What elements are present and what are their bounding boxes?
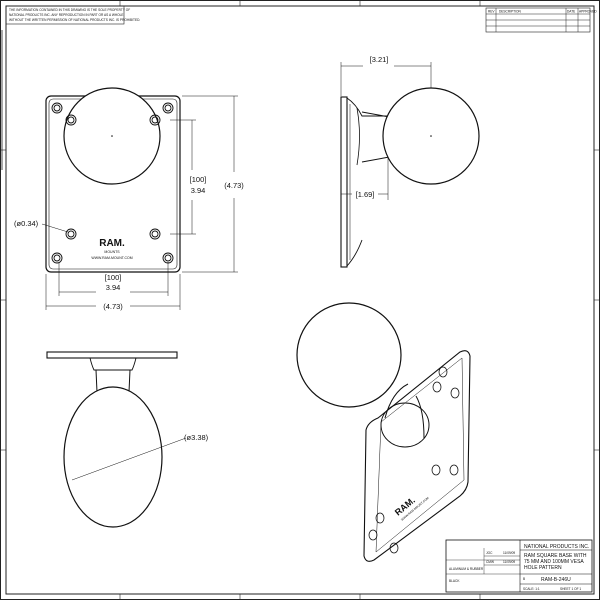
dim-front-overall-width: (4.73) (103, 302, 123, 311)
front-view: RAM. MOUNTS WWW.RAM-MOUNT.COM [100] 3.94… (14, 87, 244, 311)
dim-ball-diameter: (ø3.38) (184, 433, 209, 442)
front-mounting-holes (51, 102, 174, 264)
tb-checked-by: CMW (486, 560, 494, 564)
notice-line-2: NATIONAL PRODUCTS INC. ANY REPRODUCTION … (9, 13, 124, 17)
side-view: [3.21] [1.69] (340, 55, 480, 268)
iso-ball (296, 302, 402, 408)
front-logo-brand: RAM. (99, 238, 125, 249)
rev-col-rev: REV (488, 10, 495, 14)
tb-scale: SCALE: 1:1 (523, 587, 540, 591)
tb-sheet: SHEET 1 OF 1 (560, 587, 581, 591)
dim-front-vertical-in: 3.94 (191, 186, 206, 195)
dim-front-overall-height: (4.73) (224, 181, 244, 190)
front-horizontal-dimensions (45, 262, 181, 310)
tb-size: B (523, 577, 525, 581)
tb-part-number: RAM-B-246U (541, 577, 571, 583)
tb-title-line-1: RAM SQUARE BASE WITH (524, 553, 587, 559)
tb-drawn-date: 11/09/09 (503, 551, 515, 555)
title-block (445, 539, 593, 593)
revision-table: REV DESCRIPTION DATE APPROVED (485, 7, 597, 33)
tb-checked-date: 11/09/09 (503, 560, 515, 564)
rev-col-approved: APPROVED (579, 10, 597, 14)
bottom-view: (ø3.38) (46, 351, 209, 528)
tb-title-line-3: HOLE PATTERN (524, 565, 562, 571)
tb-finish: BLACK (449, 579, 460, 583)
tb-title-line-2: 75 MM AND 100MM VESA (524, 559, 584, 565)
bottom-ball (63, 386, 163, 528)
tb-drawn-by: JOC (486, 551, 493, 555)
iso-plate (363, 350, 471, 562)
rev-col-description: DESCRIPTION (499, 10, 521, 14)
dim-hole-diameter: (ø0.34) (14, 219, 39, 228)
proprietary-notice: THE INFORMATION CONTAINED IN THIS DRAWIN… (5, 5, 140, 25)
tb-company: NATIONAL PRODUCTS INC. (524, 544, 589, 550)
notice-line-1: THE INFORMATION CONTAINED IN THIS DRAWIN… (9, 8, 130, 12)
front-vertical-dimensions (170, 95, 238, 273)
dim-side-overall-depth: [3.21] (370, 55, 389, 64)
notice-line-3: WITHOUT THE WRITTEN PERMISSION OF NATION… (9, 18, 140, 22)
front-logo-sub: MOUNTS (104, 250, 120, 254)
tb-material: ALUMINUM & RUBBER (449, 567, 484, 571)
dim-front-horizontal-mm: [100] (105, 273, 122, 282)
front-logo-url: WWW.RAM-MOUNT.COM (91, 256, 132, 260)
isometric-view: RAM. WWW.RAM-MOUNT.COM (296, 302, 471, 562)
dim-front-horizontal-in: 3.94 (106, 283, 121, 292)
dim-side-base-to-neck: [1.69] (356, 190, 375, 199)
rev-col-date: DATE (567, 10, 575, 14)
dim-front-vertical-mm: [100] (190, 175, 207, 184)
